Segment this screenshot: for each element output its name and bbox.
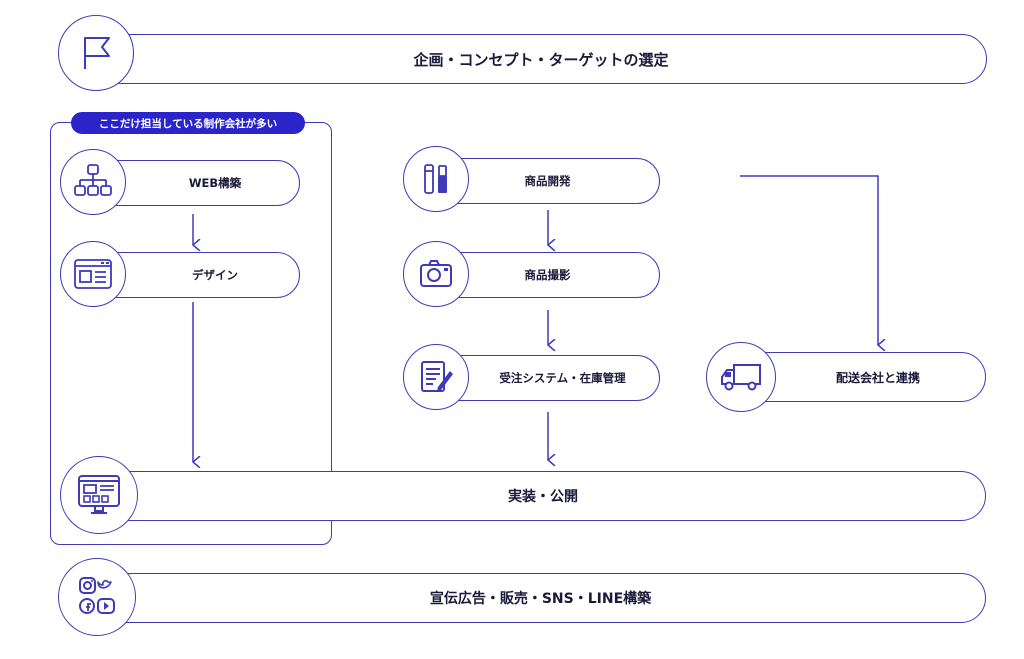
step-product-dev: 商品開発	[435, 158, 660, 204]
step-planning-label: 企画・コンセプト・ターゲットの選定	[413, 50, 669, 69]
social-media-icon	[58, 558, 136, 636]
step-order-system: 受注システム・在庫管理	[435, 355, 660, 401]
step-product-photo-label: 商品撮影	[524, 268, 571, 282]
step-marketing-label: 宣伝広告・販売・SNS・LINE構築	[429, 591, 652, 607]
monitor-icon	[60, 456, 138, 534]
step-web-build-label: WEB構築	[188, 176, 242, 190]
cosmetics-icon	[403, 146, 469, 212]
arrow-dev-to-shipping	[740, 175, 878, 345]
flag-icon	[58, 15, 134, 91]
step-shipping: 配送会社と連携	[740, 352, 986, 402]
step-product-photo: 商品撮影	[435, 252, 660, 298]
step-marketing: 宣伝広告・販売・SNS・LINE構築	[95, 573, 986, 623]
document-edit-icon	[403, 344, 469, 410]
step-launch-label: 実装・公開	[508, 489, 578, 505]
step-design-label: デザイン	[192, 268, 238, 282]
delivery-truck-icon	[706, 342, 776, 412]
step-launch: 実装・公開	[100, 471, 986, 521]
step-product-dev-label: 商品開発	[524, 174, 571, 188]
step-shipping-label: 配送会社と連携	[835, 370, 920, 385]
step-order-system-label: 受注システム・在庫管理	[499, 371, 626, 385]
camera-icon	[403, 241, 469, 307]
browser-window-icon	[60, 241, 126, 307]
sitemap-icon	[60, 149, 126, 215]
agency-scope-tag: ここだけ担当している制作会社が多い	[71, 112, 305, 134]
step-planning: 企画・コンセプト・ターゲットの選定	[95, 34, 987, 84]
